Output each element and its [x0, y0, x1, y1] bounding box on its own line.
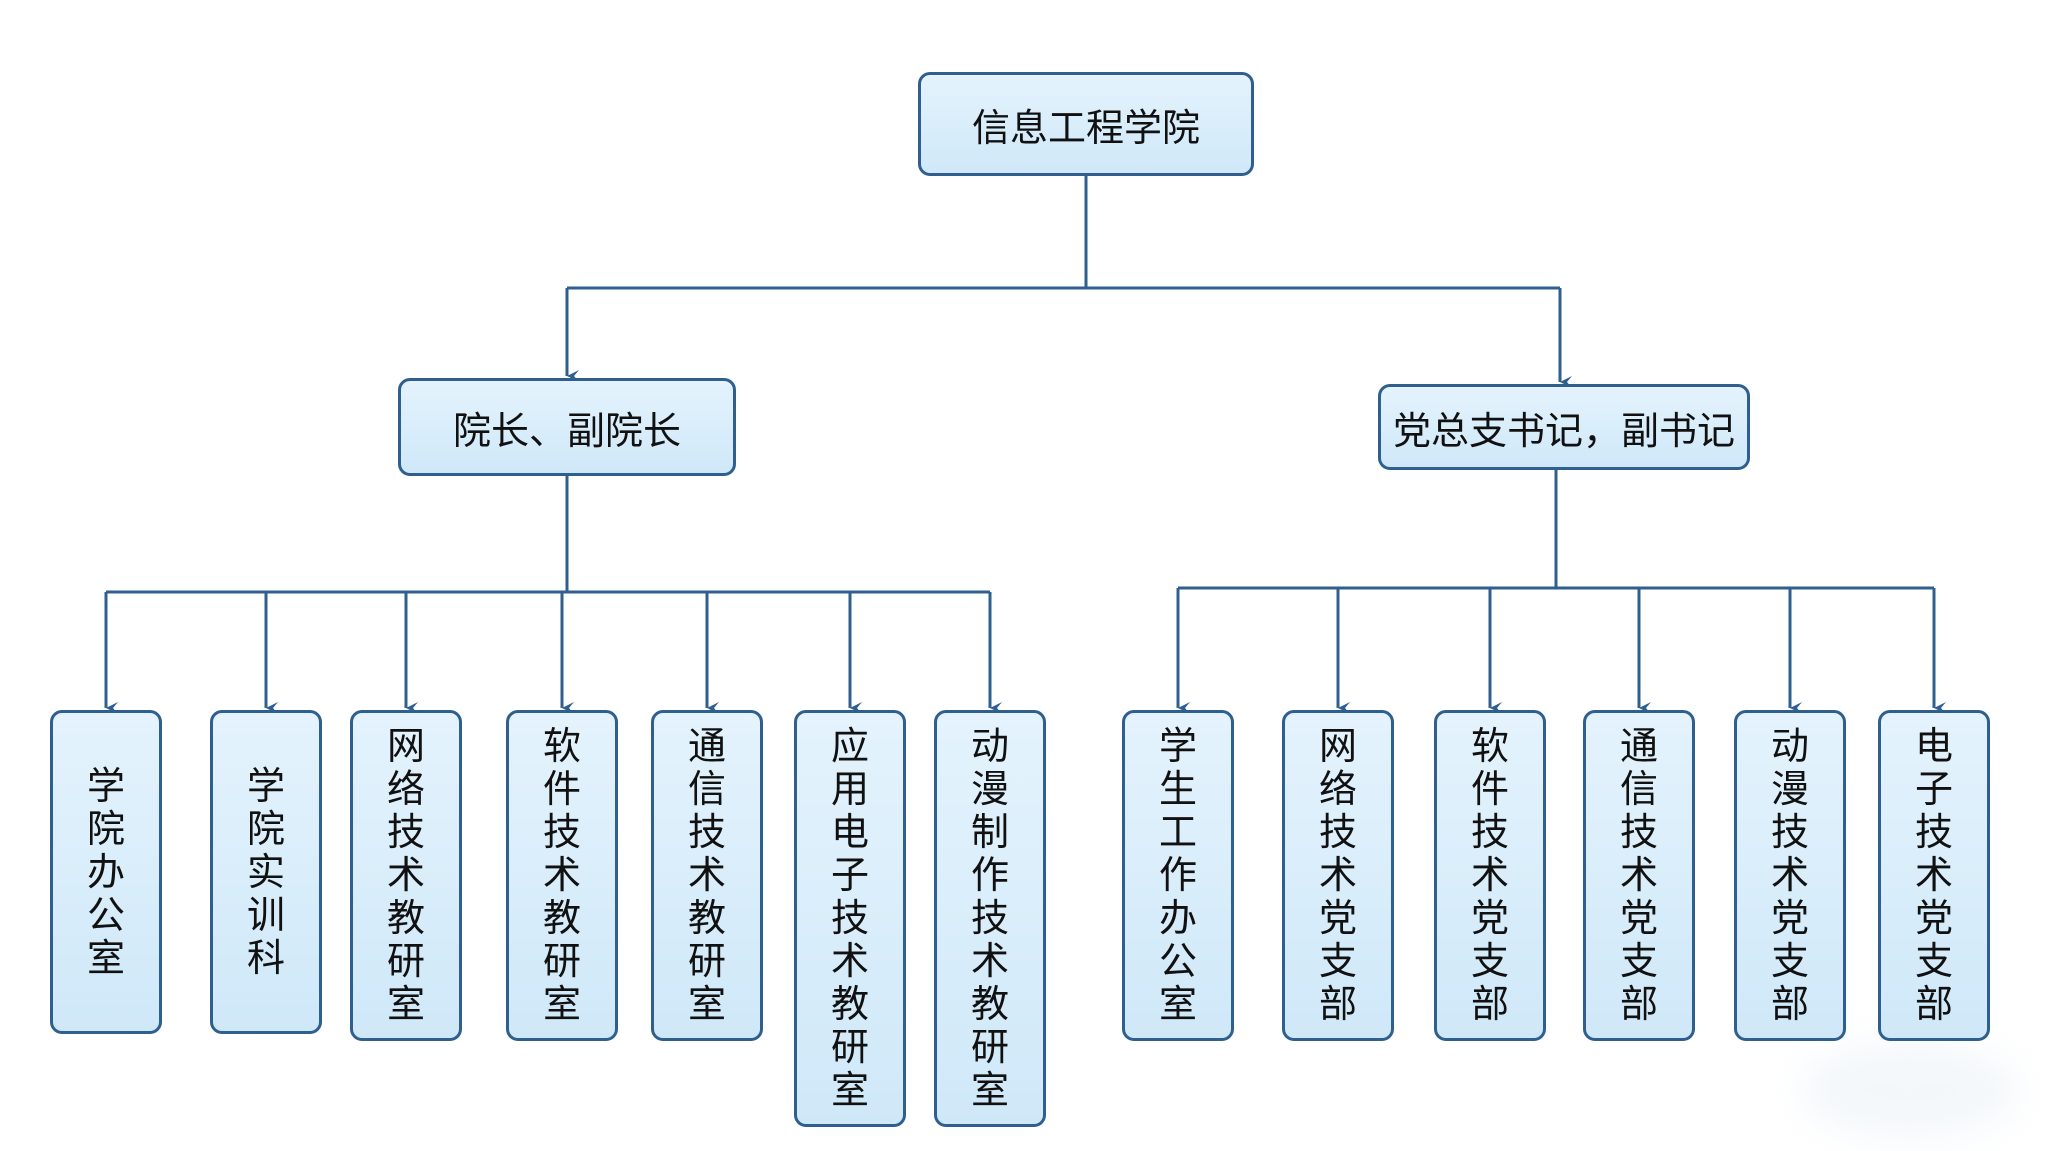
- admin-child-node-7: 动漫制作技术教研室: [934, 710, 1046, 1127]
- admin-child-node-5: 通信技术教研室: [651, 710, 763, 1041]
- admin-child-node-2: 学院实训科: [210, 710, 322, 1034]
- party-child-node-2: 网络技术党支部: [1282, 710, 1394, 1041]
- admin-child-label-2: 学院实训科: [246, 763, 285, 980]
- admin-node: 院长、副院长: [398, 378, 736, 476]
- party-child-label-5: 动漫技术党支部: [1770, 724, 1809, 1026]
- background-glow: [1800, 1040, 2020, 1140]
- party-child-label-2: 网络技术党支部: [1318, 724, 1357, 1026]
- party-child-label-1: 学生工作办公室: [1158, 724, 1197, 1026]
- party-label: 党总支书记，副书记: [1392, 408, 1735, 453]
- party-child-node-1: 学生工作办公室: [1122, 710, 1234, 1041]
- admin-child-label-5: 通信技术教研室: [687, 724, 726, 1026]
- admin-child-node-1: 学院办公室: [50, 710, 162, 1034]
- party-child-label-4: 通信技术党支部: [1619, 724, 1658, 1026]
- root-node: 信息工程学院: [918, 72, 1254, 176]
- admin-child-label-3: 网络技术教研室: [386, 724, 425, 1026]
- party-node: 党总支书记，副书记: [1378, 384, 1750, 470]
- admin-child-label-6: 应用电子技术教研室: [830, 724, 869, 1112]
- party-child-node-5: 动漫技术党支部: [1734, 710, 1846, 1041]
- admin-child-label-7: 动漫制作技术教研室: [970, 724, 1009, 1112]
- party-child-label-3: 软件技术党支部: [1470, 724, 1509, 1026]
- admin-child-node-4: 软件技术教研室: [506, 710, 618, 1041]
- party-child-node-3: 软件技术党支部: [1434, 710, 1546, 1041]
- admin-child-label-4: 软件技术教研室: [542, 724, 581, 1026]
- party-child-node-6: 电子技术党支部: [1878, 710, 1990, 1041]
- admin-child-label-1: 学院办公室: [86, 763, 125, 980]
- party-child-label-6: 电子技术党支部: [1914, 724, 1953, 1026]
- party-child-node-4: 通信技术党支部: [1583, 710, 1695, 1041]
- admin-child-node-6: 应用电子技术教研室: [794, 710, 906, 1127]
- admin-label: 院长、副院长: [452, 408, 681, 453]
- root-label: 信息工程学院: [971, 105, 1200, 150]
- admin-child-node-3: 网络技术教研室: [350, 710, 462, 1041]
